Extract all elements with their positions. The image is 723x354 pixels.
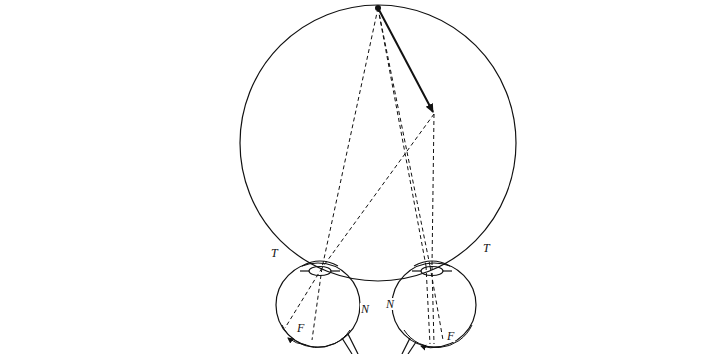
left-eye (276, 261, 360, 354)
anatomical-label: T (270, 247, 279, 259)
right-eye (392, 261, 476, 354)
displacement-arrow (378, 8, 433, 112)
anatomical-label: F (446, 330, 455, 342)
horopter-circle (240, 5, 516, 281)
anatomical-label: F (296, 322, 305, 334)
anatomical-label: T (482, 242, 491, 254)
anatomical-label: N (385, 298, 395, 310)
anatomical-label: N (360, 303, 370, 315)
